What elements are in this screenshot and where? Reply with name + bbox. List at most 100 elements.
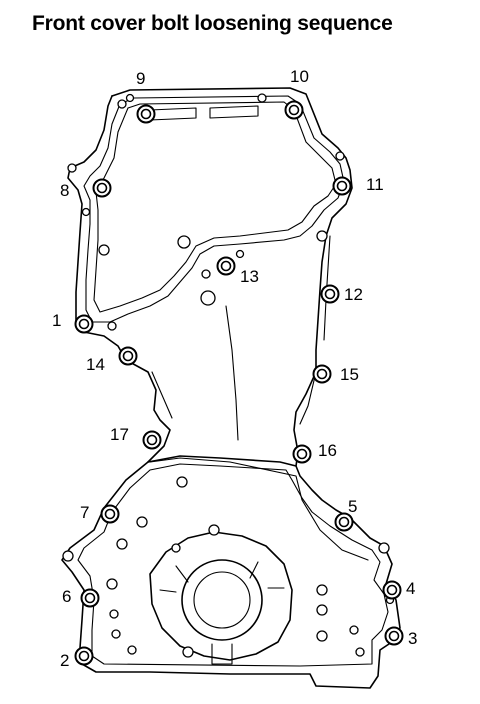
cover-hole: [107, 321, 117, 331]
cover-hole: [378, 542, 390, 554]
upper-cover-left-outline: [67, 95, 171, 463]
bolt-16: 16: [292, 441, 337, 464]
bolt-label: 16: [318, 441, 337, 460]
bolt-3: 3: [384, 626, 417, 648]
cover-hole: [316, 630, 328, 642]
bolt-washer: [140, 108, 152, 120]
oil-seal-bottom-tab: [211, 643, 233, 665]
right-rib-line: [299, 371, 317, 425]
center-rib-line: [225, 305, 239, 441]
bolt-washer: [386, 584, 398, 596]
gasket-line: [83, 95, 345, 323]
cover-hole: [200, 290, 216, 306]
bolt-15: 15: [312, 364, 359, 384]
cover-hole: [177, 235, 191, 249]
bolt-washer: [84, 592, 96, 604]
cover-hole: [81, 207, 91, 217]
bolt-head: [384, 626, 404, 646]
bolt-head: [216, 256, 236, 276]
bolt-head: [382, 580, 402, 600]
cover-hole: [208, 524, 220, 536]
bolt-12: 12: [320, 284, 363, 304]
bolt-washer: [296, 448, 308, 460]
diagram-title: Front cover bolt loosening sequence: [32, 12, 393, 35]
cover-hole: [116, 538, 128, 550]
bolt-head: [80, 588, 100, 608]
bolt-14: 14: [86, 346, 138, 374]
upper-cover-outline: [111, 87, 353, 467]
bolt-washer: [122, 350, 134, 362]
bolt-washer: [104, 508, 116, 520]
bolt-label: 7: [80, 503, 89, 522]
cover-hole: [62, 550, 74, 562]
cover-hole: [171, 543, 181, 553]
bolt-13: 13: [216, 256, 259, 286]
oil-seal-inner: [193, 571, 251, 629]
bolt-head: [142, 430, 162, 450]
bolt-washer: [96, 182, 108, 194]
bolt-label: 8: [60, 181, 69, 200]
bolt-9: 9: [136, 69, 156, 124]
bolt-label: 9: [136, 69, 145, 88]
bolt-label: 13: [240, 267, 259, 286]
bolt-5: 5: [334, 497, 357, 532]
cover-hole: [182, 646, 194, 658]
bolt-2: 2: [60, 646, 94, 670]
bolt-label: 5: [348, 497, 357, 516]
bolt-washer: [388, 630, 400, 642]
cover-hole: [125, 93, 135, 103]
gasket-inner-line: [93, 101, 337, 313]
cover-hole: [111, 629, 121, 639]
cover-hole: [106, 578, 118, 590]
bolt-head: [320, 284, 340, 304]
bolt-7: 7: [80, 503, 120, 524]
cover-hole: [335, 151, 345, 161]
bolt-washer: [78, 318, 90, 330]
bolt-label: 4: [406, 579, 415, 598]
cover-hole: [127, 645, 137, 655]
cover-hole: [257, 93, 267, 103]
bolt-label: 3: [408, 629, 417, 648]
bolt-1: 1: [52, 311, 94, 334]
cover-hole: [316, 584, 328, 596]
bolt-head: [292, 444, 312, 464]
cover-hole: [109, 609, 119, 619]
oil-seal-rib-3: [159, 589, 177, 593]
cover-hole: [136, 516, 148, 528]
left-rib-line: [151, 371, 173, 419]
cover-holes: [62, 93, 395, 658]
bolt-washer: [324, 288, 336, 300]
bolt-head: [334, 512, 354, 532]
bolt-head: [312, 364, 332, 384]
oil-seal-outer: [181, 559, 263, 641]
bolt-head: [92, 178, 112, 198]
bolt-washer: [288, 104, 300, 116]
bolt-washer: [78, 650, 90, 662]
bolt-label: 6: [62, 587, 71, 606]
cover-hole: [201, 269, 211, 279]
cover-hole: [235, 249, 245, 259]
oil-seal-rib-2: [249, 561, 259, 579]
cover-hole: [117, 99, 127, 109]
bolt-washer: [220, 260, 232, 272]
bolt-washer: [316, 368, 328, 380]
bolt-4: 4: [382, 579, 415, 600]
bolt-label: 1: [52, 311, 61, 330]
bolt-17: 17: [110, 425, 162, 450]
bolt-label: 10: [290, 67, 309, 86]
bolt-washer: [336, 180, 348, 192]
lower-cover-outline: [61, 455, 401, 689]
bolt-head: [100, 504, 120, 524]
bolt-head: [118, 346, 138, 366]
oil-seal-rib-1: [175, 565, 189, 583]
bolt-head: [74, 646, 94, 666]
bolt-label: 11: [366, 175, 384, 194]
top-window-right: [209, 105, 259, 119]
cover-hole: [349, 625, 359, 635]
bolt-head: [332, 176, 352, 196]
bolt-label: 2: [60, 651, 69, 670]
bolt-label: 17: [110, 425, 129, 444]
lower-cover-top-edge: [149, 457, 369, 561]
